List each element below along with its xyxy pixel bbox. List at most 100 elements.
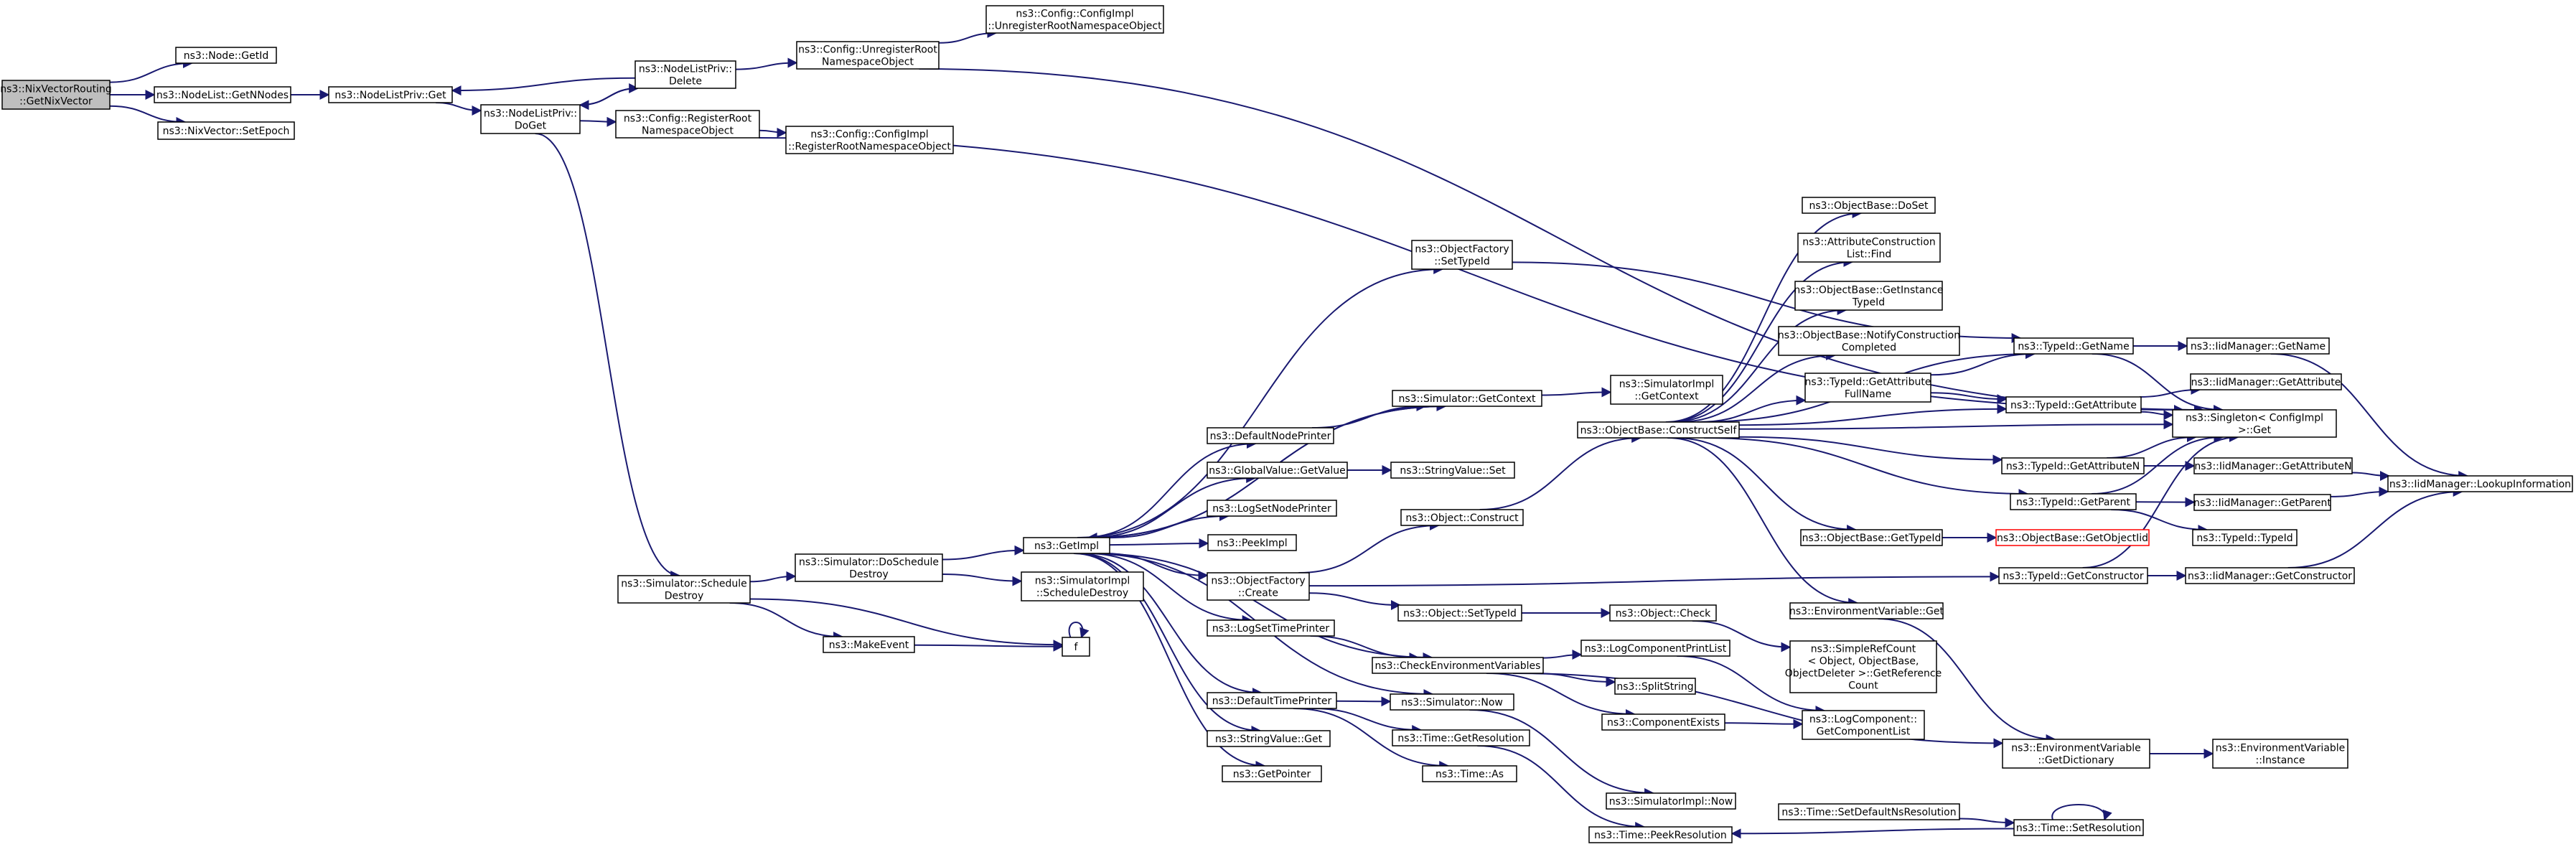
node-box[interactable] [1422, 765, 1517, 782]
node-box[interactable] [2005, 396, 2142, 413]
node-iidGetAttrN[interactable]: ns3::IidManager::GetAttributeN [2193, 457, 2353, 474]
node-box[interactable] [1411, 240, 1513, 270]
node-box[interactable] [2013, 337, 2134, 355]
node-iidGetParent[interactable]: ns3::IidManager::GetParent [2193, 494, 2331, 511]
node-gvGetValue[interactable]: ns3::GlobalValue::GetValue [1207, 462, 1348, 479]
node-box[interactable] [2212, 739, 2348, 769]
node-box[interactable] [2172, 409, 2337, 438]
node-strValGet[interactable]: ns3::StringValue::Get [1207, 730, 1331, 747]
node-nlpDelete[interactable]: ns3::NodeListPriv::Delete [634, 60, 736, 89]
node-box[interactable] [1207, 692, 1337, 709]
node-tidGetName[interactable]: ns3::TypeId::GetName [2013, 337, 2134, 355]
node-setEpoch[interactable]: ns3::NixVector::SetEpoch [157, 121, 295, 140]
node-defNodePrinter[interactable]: ns3::DefaultNodePrinter [1207, 427, 1334, 444]
node-root[interactable]: ns3::NixVectorRouting::GetNixVector [0, 80, 112, 110]
node-simNow[interactable]: ns3::Simulator::Now [1390, 693, 1514, 711]
node-simGetContext[interactable]: ns3::Simulator::GetContext [1392, 390, 1542, 407]
node-box[interactable] [1802, 710, 1925, 740]
node-cfgReg[interactable]: ns3::Config::RegisterRootNamespaceObject [615, 110, 760, 139]
node-timeGetRes[interactable]: ns3::Time::GetResolution [1392, 729, 1530, 746]
node-obDoSet[interactable]: ns3::ObjectBase::DoSet [1802, 197, 1936, 214]
node-box[interactable] [2190, 373, 2342, 390]
node-timeSetRes[interactable]: ns3::Time::SetResolution [2013, 819, 2144, 836]
node-checkEnvVars[interactable]: ns3::CheckEnvironmentVariables [1372, 657, 1544, 674]
node-singletonGet[interactable]: ns3::Singleton< ConfigImpl>::Get [2172, 409, 2337, 438]
node-simImplNow[interactable]: ns3::SimulatorImpl::Now [1606, 792, 1736, 810]
node-tidGetAttrN[interactable]: ns3::TypeId::GetAttributeN [2001, 457, 2145, 474]
node-box[interactable] [1390, 462, 1515, 479]
node-obGetObjectIid[interactable]: ns3::ObjectBase::GetObjectIid [1995, 529, 2150, 546]
node-box[interactable] [157, 121, 295, 140]
node-box[interactable] [2002, 739, 2150, 769]
node-box[interactable] [1400, 509, 1524, 526]
node-splitString[interactable]: ns3::SplitString [1614, 678, 1696, 695]
node-box[interactable] [1610, 375, 1723, 405]
node-simImplGetContext[interactable]: ns3::SimulatorImpl::GetContext [1610, 375, 1723, 405]
node-box[interactable] [1, 80, 111, 110]
node-simImplSchedDestroy[interactable]: ns3::SimulatorImpl::ScheduleDestroy [1021, 571, 1144, 601]
node-box[interactable] [634, 60, 736, 89]
node-box[interactable] [2010, 493, 2137, 510]
node-defTimePrinter[interactable]: ns3::DefaultTimePrinter [1207, 692, 1337, 709]
node-box[interactable] [2193, 457, 2353, 474]
node-f[interactable]: f [1062, 637, 1090, 657]
node-box[interactable] [1392, 729, 1530, 746]
node-objFactCreate[interactable]: ns3::ObjectFactory::Create [1207, 572, 1310, 601]
node-tidGetAttr[interactable]: ns3::TypeId::GetAttribute [2005, 396, 2142, 413]
node-peekImpl[interactable]: ns3::PeekImpl [1207, 534, 1297, 551]
node-logSetTimePrinter[interactable]: ns3::LogSetTimePrinter [1207, 619, 1335, 637]
node-getPointer[interactable]: ns3::GetPointer [1222, 765, 1322, 782]
node-box[interactable] [823, 636, 915, 653]
node-box[interactable] [617, 575, 751, 604]
node-box[interactable] [175, 47, 277, 64]
node-box[interactable] [1390, 693, 1514, 711]
node-iidGetConstructor[interactable]: ns3::IidManager::GetConstructor [2185, 567, 2355, 584]
node-schedDestroy[interactable]: ns3::Simulator::ScheduleDestroy [617, 575, 751, 604]
node-box[interactable] [1778, 803, 1960, 820]
node-box[interactable] [1609, 604, 1717, 622]
node-envVarInstance[interactable]: ns3::EnvironmentVariable::Instance [2212, 739, 2348, 769]
node-box[interactable] [795, 553, 943, 582]
node-logSetNodePrinter[interactable]: ns3::LogSetNodePrinter [1207, 500, 1337, 517]
node-tidTypeId[interactable]: ns3::TypeId::TypeId [2192, 529, 2298, 546]
node-cfgUnreg[interactable]: ns3::Config::UnregisterRootNamespaceObje… [796, 41, 940, 70]
node-box[interactable] [2387, 475, 2573, 492]
node-objConstruct[interactable]: ns3::Object::Construct [1400, 509, 1524, 526]
node-box[interactable] [1372, 657, 1544, 674]
node-box[interactable] [2186, 337, 2330, 355]
node-box[interactable] [1580, 640, 1730, 657]
node-box[interactable] [2001, 457, 2145, 474]
node-box[interactable] [1222, 765, 1322, 782]
node-box[interactable] [1789, 640, 1937, 693]
node-iidGetName[interactable]: ns3::IidManager::GetName [2186, 337, 2330, 355]
node-strValSet[interactable]: ns3::StringValue::Set [1390, 462, 1515, 479]
node-box[interactable] [2185, 567, 2355, 584]
node-nlpDoGet[interactable]: ns3::NodeListPriv::DoGet [480, 104, 581, 134]
node-box[interactable] [1207, 619, 1335, 637]
node-compExists[interactable]: ns3::ComponentExists [1601, 713, 1725, 731]
node-cfgImplReg[interactable]: ns3::Config::ConfigImpl::RegisterRootNam… [785, 126, 954, 154]
node-nodeGetId[interactable]: ns3::Node::GetId [175, 47, 277, 64]
node-box[interactable] [1588, 826, 1733, 843]
node-box[interactable] [1601, 713, 1725, 731]
node-box[interactable] [1207, 462, 1348, 479]
node-logCompPrintList[interactable]: ns3::LogComponentPrintList [1580, 640, 1730, 657]
node-box[interactable] [1800, 529, 1943, 546]
node-box[interactable] [1995, 529, 2150, 546]
node-box[interactable] [1577, 421, 1740, 439]
node-box[interactable] [1606, 792, 1736, 810]
node-tidGetConstructor[interactable]: ns3::TypeId::GetConstructor [1998, 567, 2148, 584]
node-box[interactable] [1207, 572, 1310, 601]
node-box[interactable] [796, 41, 940, 70]
node-box[interactable] [2013, 819, 2144, 836]
node-envVarGetDict[interactable]: ns3::EnvironmentVariable::GetDictionary [2002, 739, 2150, 769]
node-box[interactable] [1794, 281, 1943, 311]
node-box[interactable] [1797, 233, 1941, 263]
node-iidLookup[interactable]: ns3::IidManager::LookupInformation [2387, 475, 2573, 492]
node-box[interactable] [1804, 373, 1931, 403]
node-timeSetDefNsRes[interactable]: ns3::Time::SetDefaultNsResolution [1778, 803, 1960, 820]
node-box[interactable] [480, 104, 581, 134]
